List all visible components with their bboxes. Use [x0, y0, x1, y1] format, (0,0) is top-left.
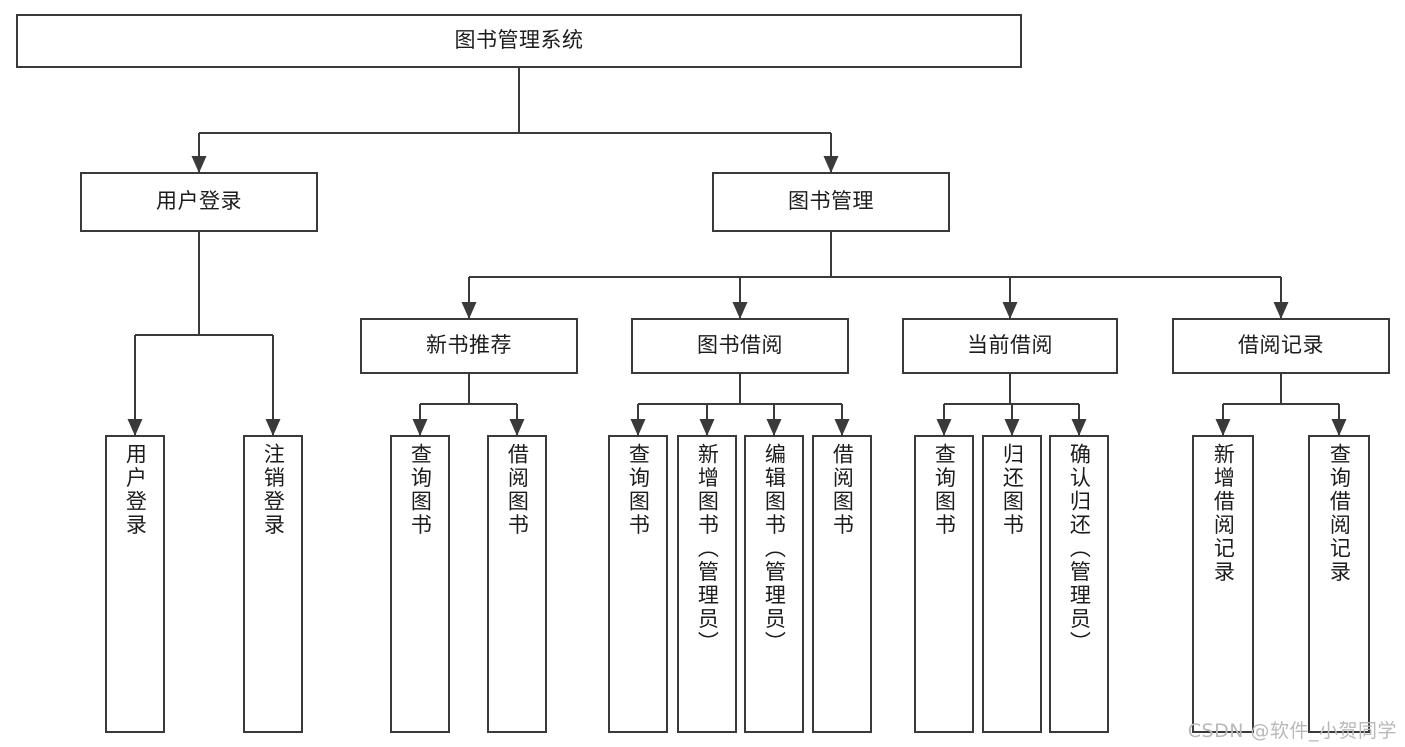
node-root[interactable]: 图书管理系统	[16, 14, 1022, 68]
node-current-borrow-label: 当前借阅	[967, 333, 1053, 358]
node-leaf-borrow-book-1-label: 借阅图书	[505, 443, 530, 537]
node-leaf-user-login[interactable]: 用户登录	[105, 435, 165, 733]
node-leaf-return-book-label: 归还图书	[1000, 443, 1025, 537]
node-leaf-confirm-return[interactable]: 确认归还（管理员）	[1049, 435, 1109, 733]
node-leaf-add-book-label: 新增图书（管理员）	[695, 443, 720, 655]
node-book-borrow[interactable]: 图书借阅	[631, 318, 849, 374]
node-leaf-query-book-1[interactable]: 查询图书	[390, 435, 450, 733]
node-new-book-rec-label: 新书推荐	[426, 333, 512, 358]
node-leaf-user-login-label: 用户登录	[123, 443, 148, 537]
node-leaf-query-book-1-label: 查询图书	[408, 443, 433, 537]
node-leaf-query-book-3[interactable]: 查询图书	[914, 435, 974, 733]
node-borrow-record-label: 借阅记录	[1238, 333, 1324, 358]
node-book-manage-label: 图书管理	[788, 189, 874, 214]
node-leaf-return-book[interactable]: 归还图书	[982, 435, 1042, 733]
node-leaf-query-book-2-label: 查询图书	[626, 443, 651, 537]
node-leaf-user-logout-label: 注销登录	[261, 443, 286, 537]
node-user-login-label: 用户登录	[156, 189, 242, 214]
node-leaf-confirm-return-label: 确认归还（管理员）	[1067, 443, 1092, 655]
node-new-book-rec[interactable]: 新书推荐	[360, 318, 578, 374]
node-leaf-add-record[interactable]: 新增借阅记录	[1192, 435, 1254, 733]
node-leaf-borrow-book-2[interactable]: 借阅图书	[812, 435, 872, 733]
node-leaf-query-book-2[interactable]: 查询图书	[608, 435, 668, 733]
node-book-borrow-label: 图书借阅	[697, 333, 783, 358]
node-leaf-edit-book-label: 编辑图书（管理员）	[762, 443, 787, 655]
node-leaf-query-book-3-label: 查询图书	[932, 443, 957, 537]
node-current-borrow[interactable]: 当前借阅	[902, 318, 1118, 374]
node-user-login[interactable]: 用户登录	[80, 172, 318, 232]
node-leaf-borrow-book-2-label: 借阅图书	[830, 443, 855, 537]
node-leaf-add-record-label: 新增借阅记录	[1211, 443, 1236, 584]
node-leaf-user-logout[interactable]: 注销登录	[243, 435, 303, 733]
node-root-label: 图书管理系统	[454, 28, 584, 53]
node-leaf-borrow-book-1[interactable]: 借阅图书	[487, 435, 547, 733]
csdn-watermark: CSDN @软件_小贺同学	[1187, 720, 1397, 742]
node-book-manage[interactable]: 图书管理	[712, 172, 950, 232]
node-leaf-query-record[interactable]: 查询借阅记录	[1308, 435, 1370, 733]
node-leaf-edit-book[interactable]: 编辑图书（管理员）	[744, 435, 804, 733]
node-leaf-query-record-label: 查询借阅记录	[1327, 443, 1352, 584]
node-leaf-add-book[interactable]: 新增图书（管理员）	[677, 435, 737, 733]
node-borrow-record[interactable]: 借阅记录	[1172, 318, 1390, 374]
